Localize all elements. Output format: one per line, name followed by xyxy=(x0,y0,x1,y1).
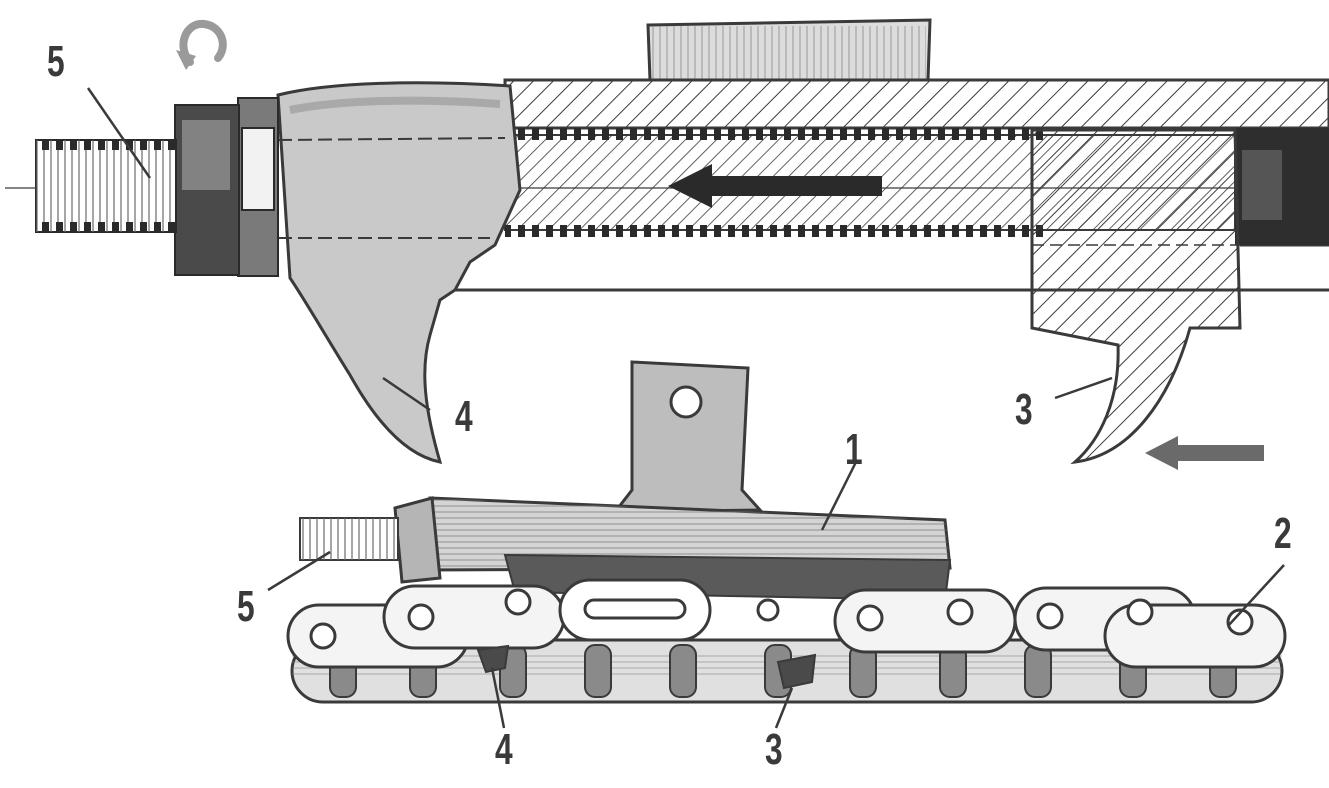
left-hook-body xyxy=(276,81,522,464)
threaded-bolt xyxy=(299,517,399,561)
hex-nut xyxy=(393,496,442,584)
callout-bottom-left-hook: 4 xyxy=(495,725,513,774)
motion-arrow-icon xyxy=(668,164,882,208)
leader-line xyxy=(1227,564,1285,627)
housing-upper-wall xyxy=(503,78,1329,130)
callout-bottom-bolt: 5 xyxy=(237,582,255,631)
right-hook xyxy=(1030,128,1242,465)
leader-line xyxy=(267,550,331,592)
callout-top-right-hook: 3 xyxy=(1015,385,1033,434)
leader-line xyxy=(820,461,858,531)
leader-line xyxy=(382,376,431,412)
callout-tool-body: 1 xyxy=(845,425,863,474)
leader-line xyxy=(490,667,506,729)
callout-bottom-right-hook: 3 xyxy=(765,725,783,774)
roller-chain xyxy=(286,578,1287,704)
leader-line xyxy=(774,687,794,729)
leader-line xyxy=(1054,376,1113,400)
callout-chain: 2 xyxy=(1274,509,1292,558)
rotate-arrow-icon xyxy=(176,19,227,70)
mounting-tab xyxy=(611,360,764,514)
callout-top-left-hook: 4 xyxy=(455,392,473,441)
left-hook-tip xyxy=(476,644,510,674)
sectional-view xyxy=(5,18,1329,470)
threaded-bolt xyxy=(5,139,177,233)
right-hook-tip xyxy=(776,653,817,690)
leader-line xyxy=(86,87,152,179)
motion-arrow-icon xyxy=(1145,436,1264,470)
callout-top-bolt: 5 xyxy=(47,37,65,86)
assembled-view xyxy=(267,360,1287,729)
